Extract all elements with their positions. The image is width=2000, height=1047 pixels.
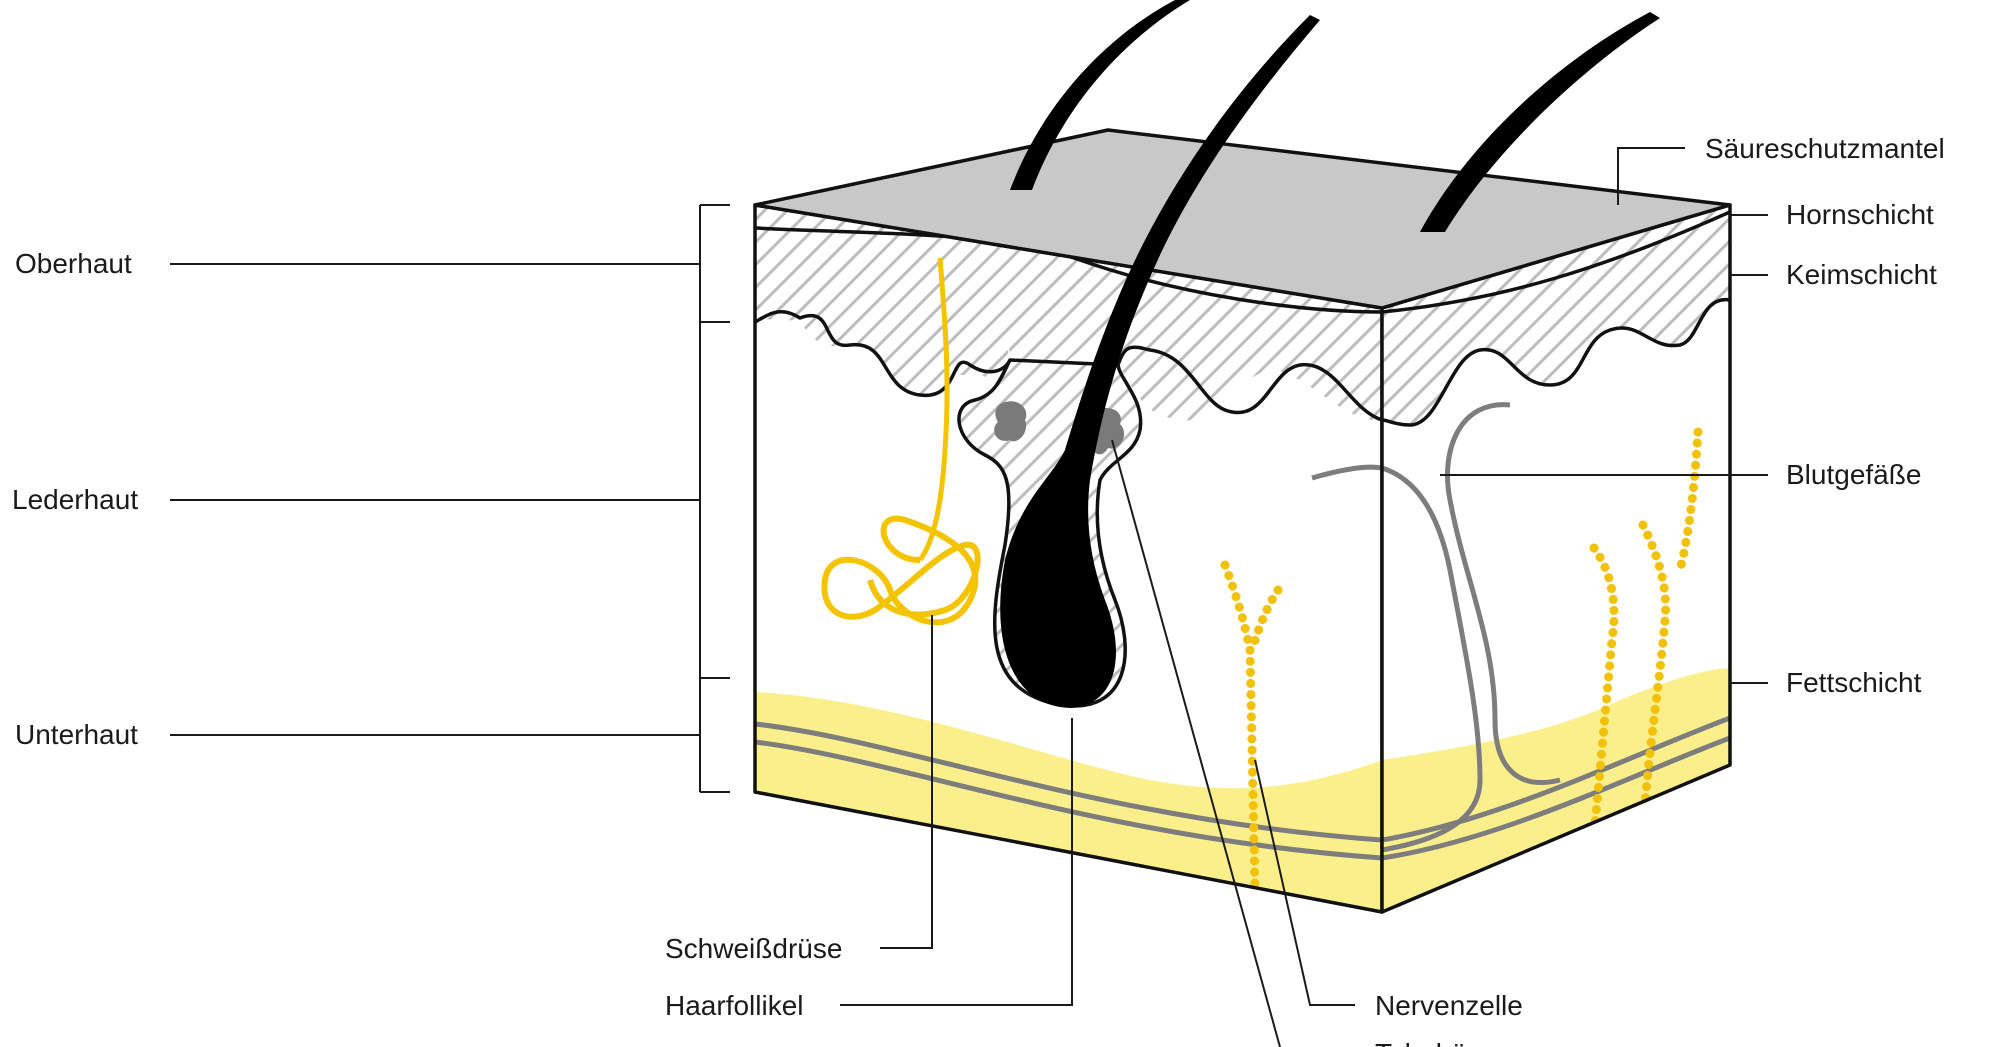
label-talgdruese: Talgdrü... — [1375, 1038, 1490, 1047]
label-hornschicht: Hornschicht — [1786, 199, 1934, 230]
label-keimschicht: Keimschicht — [1786, 259, 1937, 290]
side-face — [1380, 203, 1732, 914]
nerve-cell-front — [1220, 560, 1283, 895]
hair-left — [1010, 0, 1190, 190]
label-schweissdruese: Schweißdrüse — [665, 933, 842, 964]
dermis-boundary-side — [1382, 298, 1730, 427]
nerve-cell-side — [1589, 427, 1703, 830]
horny-layer-top — [753, 128, 1732, 310]
sebaceous-gland-left — [994, 401, 1027, 442]
label-lederhaut: Lederhaut — [12, 484, 138, 515]
epidermis-wave-front — [755, 205, 1382, 421]
label-fettschicht: Fettschicht — [1786, 667, 1922, 698]
label-haarfollikel: Haarfollikel — [665, 990, 804, 1021]
front-face — [753, 203, 1384, 914]
label-nervenzelle: Nervenzelle — [1375, 990, 1523, 1021]
germinal-layer-side — [1382, 205, 1730, 425]
left-bracket — [170, 204, 730, 793]
blood-vessel-side-2 — [1445, 402, 1561, 785]
label-unterhaut: Unterhaut — [15, 719, 138, 750]
blood-vessel-front — [1311, 464, 1382, 481]
label-oberhaut: Oberhaut — [15, 248, 132, 279]
hair-center — [1065, 15, 1320, 480]
label-saeureschutzmantel: Säureschutzmantel — [1705, 133, 1945, 164]
sweat-gland-coil — [821, 515, 981, 626]
right-leaders — [1440, 147, 1768, 684]
bottom-leaders — [840, 439, 1355, 1047]
blood-vessel-side — [1382, 465, 1483, 853]
dermis-boundary-front — [755, 309, 1382, 422]
label-blutgefaesse: Blutgefäße — [1786, 459, 1921, 490]
hair-right — [1420, 12, 1660, 232]
